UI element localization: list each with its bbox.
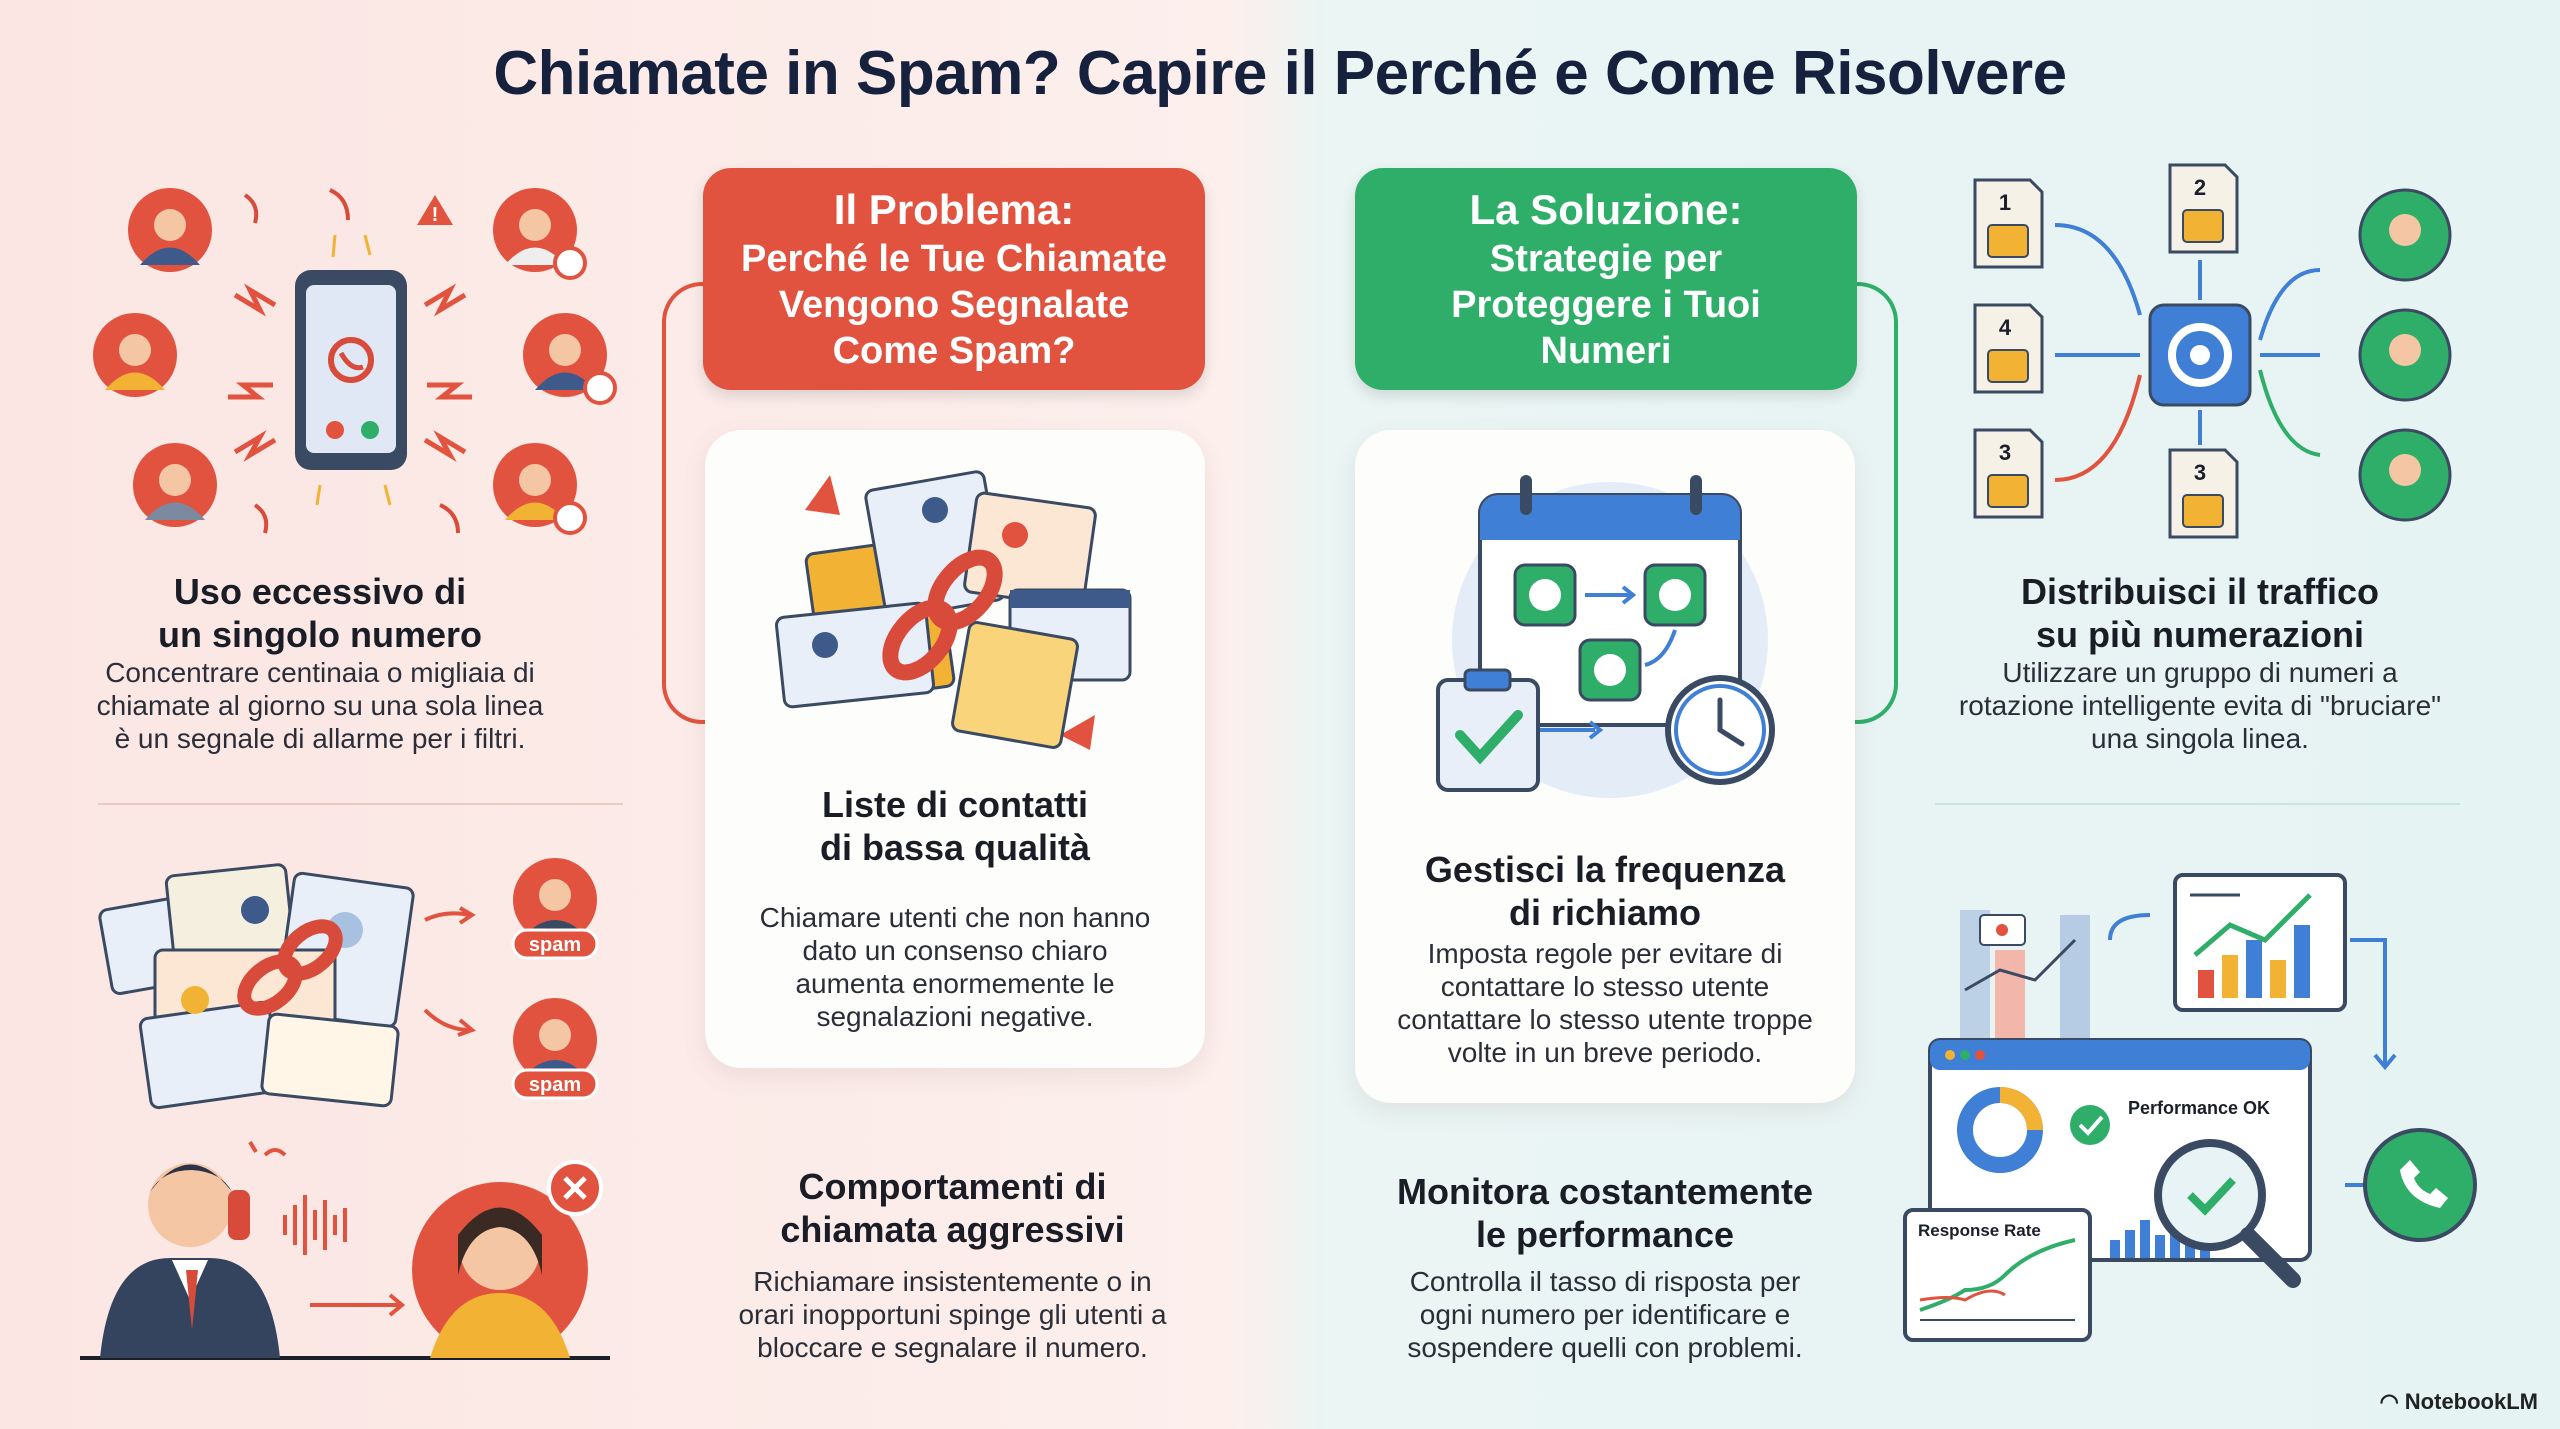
svg-text:!: ! xyxy=(432,204,439,226)
solution-1-body-line: rotazione intelligente evita di "bruciar… xyxy=(1958,690,2442,721)
brand-label: NotebookLM xyxy=(2404,1389,2538,1414)
solution-header-line: Numeri xyxy=(1540,330,1672,372)
solution-2-body-line: Imposta regole per evitare di xyxy=(1427,938,1783,969)
phone-overload-illustration: ! xyxy=(93,188,617,535)
solution-3-title-line: le performance xyxy=(1475,1214,1735,1255)
solution-1-body: Utilizzare un gruppo di numeri a rotazio… xyxy=(1905,656,2495,755)
solution-2-body-line: volte in un breve periodo. xyxy=(1447,1037,1763,1068)
problem-3-body-line: orari inopportuni spinge gli utenti a xyxy=(738,1299,1167,1330)
problem-2-title: Liste di contatti di bassa qualità xyxy=(705,783,1205,869)
problem-1-body-line: è un segnale di allarme per i filtri. xyxy=(114,723,526,754)
spam-badge-2: spam xyxy=(529,1074,581,1096)
sim-label: 2 xyxy=(2194,175,2206,200)
page-title: Chiamate in Spam? Capire il Perché e Com… xyxy=(493,39,2067,108)
problem-1-body-line: chiamate al giorno su una sola linea xyxy=(96,690,544,721)
problem-3-body-line: bloccare e segnalare il numero. xyxy=(757,1332,1148,1363)
solution-2-title: Gestisci la frequenza di richiamo xyxy=(1355,848,1855,934)
problem-3-body: Richiamare insistentemente o in orari in… xyxy=(680,1265,1225,1364)
problem-2-body-line: aumenta enormemente le xyxy=(795,968,1115,999)
solution-3-title: Monitora costantemente le performance xyxy=(1340,1170,1870,1256)
notebooklm-logo-icon: ◠ xyxy=(2379,1389,2399,1414)
problem-3-title-line: Comportamenti di xyxy=(798,1166,1107,1207)
problem-1-title-line: un singolo numero xyxy=(158,614,482,655)
performance-dashboard-illustration: Performance OK Response Rate xyxy=(1903,873,2477,1342)
problem-3-body-line: Richiamare insistentemente o in xyxy=(753,1266,1152,1297)
solution-header: La Soluzione: Strategie per Proteggere i… xyxy=(1355,168,1857,390)
avatar-group xyxy=(93,188,607,527)
problem-2-body: Chiamare utenti che non hanno dato un co… xyxy=(705,901,1205,1033)
sim-label: 1 xyxy=(1999,190,2011,215)
right-divider xyxy=(1935,803,2460,805)
problem-2-title-line: Liste di contatti xyxy=(821,784,1088,825)
solution-2-title-line: di richiamo xyxy=(1508,892,1702,933)
problem-3-title-line: chiamata aggressivi xyxy=(780,1209,1125,1250)
problem-header-label: Il Problema: xyxy=(833,186,1075,233)
problem-3-title: Comportamenti di chiamata aggressivi xyxy=(680,1165,1225,1251)
brand: ◠ NotebookLM xyxy=(2380,1389,2538,1415)
sim-routing-illustration: 1 2 4 3 3 xyxy=(1973,163,2452,539)
problem-header-line: Perché le Tue Chiamate xyxy=(741,238,1167,280)
solution-header-line: Strategie per xyxy=(1489,238,1723,280)
performance-status-label: Performance OK xyxy=(2128,1098,2270,1118)
problem-header: Il Problema: Perché le Tue Chiamate Veng… xyxy=(703,168,1205,390)
response-rate-label: Response Rate xyxy=(1918,1221,2041,1240)
solution-3-title-line: Monitora costantemente xyxy=(1396,1171,1814,1212)
solution-3-body-line: sospendere quelli con problemi. xyxy=(1407,1332,1803,1363)
sim-label: 4 xyxy=(1999,315,2012,340)
solution-3-body-line: Controlla il tasso di risposta per xyxy=(1409,1266,1801,1297)
problem-2-body-line: segnalazioni negative. xyxy=(816,1001,1094,1032)
solution-1-body-line: Utilizzare un gruppo di numeri a xyxy=(2002,657,2398,688)
problem-1-body: Concentrare centinaia o migliaia di chia… xyxy=(60,656,580,755)
documents-chain-illustration xyxy=(774,470,1132,750)
solution-2-title-line: Gestisci la frequenza xyxy=(1424,849,1786,890)
solution-1-title: Distribuisci il traffico su più numerazi… xyxy=(1905,570,2495,656)
solution-2-body: Imposta regole per evitare di contattare… xyxy=(1350,937,1860,1069)
solution-1-title-line: su più numerazioni xyxy=(2035,614,2365,655)
solution-3-body-line: ogni numero per identificare e xyxy=(1419,1299,1791,1330)
calendar-frequency-illustration xyxy=(1436,475,1775,798)
solution-2-body-line: contattare lo stesso utente xyxy=(1440,971,1770,1002)
sim-label: 3 xyxy=(2194,460,2206,485)
spam-badge-1: spam xyxy=(529,934,581,956)
sim-label: 3 xyxy=(1999,440,2011,465)
problem-1-title: Uso eccessivo di un singolo numero xyxy=(60,570,580,656)
solution-3-body: Controlla il tasso di risposta per ogni … xyxy=(1340,1265,1870,1364)
solution-header-label: La Soluzione: xyxy=(1469,186,1743,233)
problem-header-line: Come Spam? xyxy=(832,330,1076,372)
problem-header-line: Vengono Segnalate xyxy=(778,284,1130,326)
left-divider xyxy=(98,803,623,805)
problem-2-title-line: di bassa qualità xyxy=(819,827,1091,868)
solution-1-body-line: una singola linea. xyxy=(2091,723,2309,754)
solution-header-line: Proteggere i Tuoi xyxy=(1451,284,1761,326)
aggressive-call-illustration xyxy=(80,1140,610,1360)
low-quality-contacts-illustration: spam spam xyxy=(98,858,599,1110)
problem-1-title-line: Uso eccessivo di xyxy=(173,571,467,612)
problem-2-body-line: Chiamare utenti che non hanno xyxy=(759,902,1151,933)
problem-1-body-line: Concentrare centinaia o migliaia di xyxy=(105,657,535,688)
solution-2-body-line: contattare lo stesso utente troppe xyxy=(1397,1004,1813,1035)
solution-1-title-line: Distribuisci il traffico xyxy=(2020,571,2380,612)
problem-2-body-line: dato un consenso chiaro xyxy=(802,935,1108,966)
